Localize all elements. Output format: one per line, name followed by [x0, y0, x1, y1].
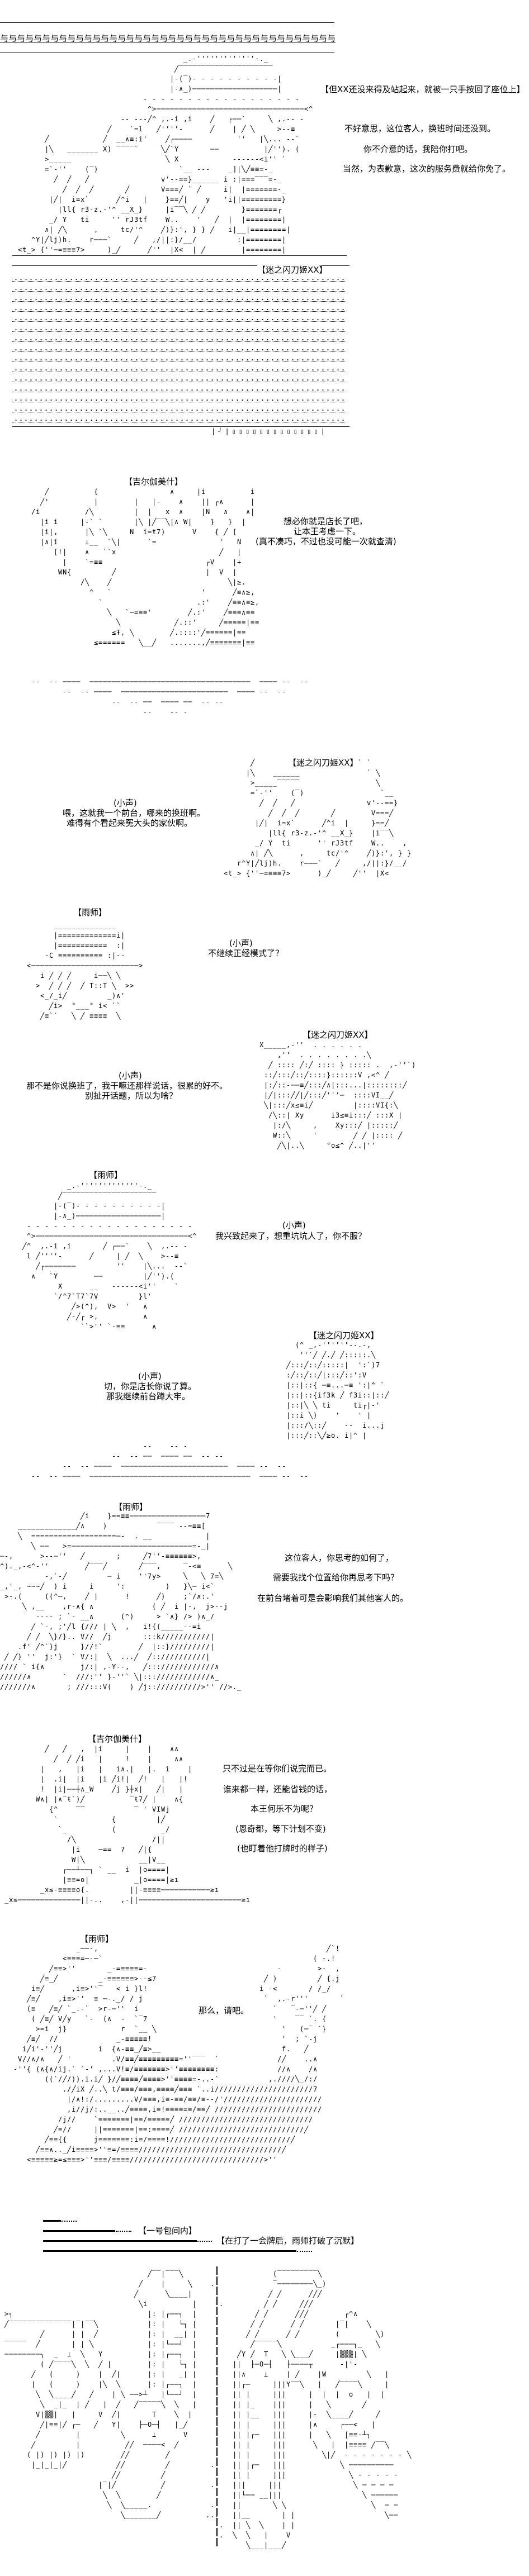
ascii-art-card-play: ╱‾‾|‾‾‾╲ (‾‾‾‾‾‾‾‾‾╲ ╱ | ╲ . ‾────────╲_… [4, 2270, 412, 2549]
dialogue-line: 喂，这就我一个前台，哪来的换班啊。 [63, 808, 206, 818]
transition-dots [297, 2251, 312, 2252]
narration-caption: 【在打了一会牌后，雨师打破了沉默】 [216, 2236, 360, 2246]
speaker-label: 【迷之闪刀姬XX】 [309, 1330, 379, 1341]
door-slat [12, 318, 345, 322]
transition-dots [62, 2221, 77, 2222]
location-caption: 【一号包间内】 [138, 2226, 197, 2236]
narration-caption: 【但XX还没来得及站起来，就被一只手按回了座位上】 [320, 84, 525, 94]
dialogue-line: 谁来都一样，还能省钱的话， [223, 1784, 333, 1794]
transition-dots [197, 2241, 212, 2242]
speaker-label: 【迷之闪刀姬XX】 [257, 265, 328, 275]
dialogue-line: 那么，请吧。 [199, 2005, 249, 2016]
speaker-label: 【雨师】 [73, 907, 107, 918]
ascii-art-sky-striker-girl: ╱ ` ` |╲ ______ ` ╲ >_____‾‾‾‾‾ ╲ [223, 759, 412, 877]
aside-whisper: (小声) [114, 798, 137, 808]
door-slat [12, 368, 345, 372]
door-slat [12, 419, 345, 422]
speaker-label: 【雨师】 [114, 1502, 148, 1512]
dialogue-line: 在前台堵着可是会影响我们其他客人的。 [257, 1593, 409, 1603]
dialogue-line: 那不是你说换班了，我干嘛还那样说话，很累的好不。 [26, 1081, 228, 1091]
ascii-art-rain-master: _.-'''''''''''''-._ ╱‾‾‾‾‾‾‾‾‾‾‾‾‾‾‾‾‾‾‾… [22, 1182, 197, 1330]
ascii-art-rain-master-gesture: _──-, ╱`! <≡≡≡=─-─` ( -.! ╱≡≡>'' _-=≡≡≡≡… [13, 1945, 344, 2164]
door-slat [12, 348, 345, 352]
dialogue-line: 那我继续前台蹲大牢。 [106, 1391, 191, 1401]
door-slat [12, 278, 345, 282]
ascii-art-rain-master: ______________ |=============i| |=======… [26, 921, 143, 1020]
scene-separator: -- -- - -- -- ── ──── ── -- -- -- -- ───… [31, 1442, 309, 1480]
dialogue-line: 本王何乐不为呢？ [251, 1804, 318, 1814]
door-vent-strip: |╯|▯▯▯▯▯▯▯▯▯▯▯▯▯| [211, 427, 328, 435]
ascii-art-gilgamesh: ╱ ╱ , |i | | ∧∧ ╱ ╱ ╱i | ! | ∧∧ | , |i |… [4, 1745, 251, 1904]
ascii-art-gilgamesh: ╱ { ∧ |i i ╱' | | |- ∧ || ┌∧ | /i /╲ | |… [31, 488, 259, 647]
door-slat [12, 408, 345, 412]
door-slat [12, 388, 345, 392]
aside-whisper: (小声) [119, 1071, 142, 1081]
dialogue-line: 想必你就是店长了吧， [284, 516, 368, 526]
speaker-label: 【雨师】 [80, 1934, 114, 1944]
door-slat [12, 308, 345, 312]
dialogue-line: 当然，为表歉意，这次的服务费就给你免了。 [343, 164, 511, 174]
door-slat [12, 338, 345, 342]
door-slat [12, 298, 345, 302]
transition-rule [43, 2220, 61, 2222]
dialogue-thought: (恩奇都，等下计划不变) [235, 1824, 326, 1834]
transition-rule [43, 2240, 197, 2242]
speaker-label: 【迷之闪刀姬XX】 [303, 1030, 373, 1040]
speaker-label: 【雨师】 [89, 1170, 123, 1180]
dialogue-thought: (也盯着他打牌时的样子) [237, 1843, 328, 1853]
door-slat [12, 288, 345, 292]
speaker-label: 【吉尔伽美什】 [124, 477, 183, 487]
dialogue-line: 这位客人，你思考的如何了， [285, 1553, 394, 1563]
speaker-label: 【迷之闪刀姬XX】 [288, 758, 358, 768]
ascii-art-sky-striker-girl: X_____,-'' . . . . . . ,'' . . . . . . .… [259, 1041, 416, 1149]
dialogue-thought: (真不凑巧，不过也没可能一次就查清) [256, 536, 396, 546]
door-frame-bottom [12, 426, 349, 427]
dialogue-line: 别扯开话题，所以为啥？ [85, 1091, 178, 1101]
header-pattern: 与与与与与与与与与与与与与与与与与与与与与与与与与与与与与与与与与与与与与与与与 [0, 34, 336, 44]
transition-rule [43, 2250, 296, 2252]
door-slat [12, 328, 345, 332]
dialogue-line: 让本王考虑一下。 [294, 526, 361, 536]
aside-whisper: (小声) [138, 1371, 162, 1381]
dialogue-line: 不好意思，这位客人，换班时间还没到。 [344, 123, 496, 134]
header-rule-top [0, 22, 334, 23]
dialogue-line: 切，你是店长你说了算。 [104, 1381, 197, 1391]
transition-rule [43, 2230, 115, 2232]
panel-divider [12, 255, 347, 256]
dialogue-line: 不继续正经模式了？ [208, 948, 284, 958]
aside-whisper: (小声) [229, 938, 253, 948]
aside-whisper: (小声) [282, 1220, 306, 1230]
center-split-bar [216, 2266, 218, 2547]
speaker-label: 【吉尔伽美什】 [88, 1734, 147, 1744]
dialogue-line: 你不介意的话，我陪你打吧。 [363, 144, 473, 154]
dialogue-line: 需要我找个位置给你再思考下吗？ [273, 1572, 399, 1582]
door-frame-top-right [322, 265, 349, 266]
door-slat [12, 378, 345, 382]
dialogue-line: 难得有个看起来冤大头的家伙啊。 [67, 818, 193, 828]
ascii-art-rain-master-pins-guest: _.-'''''''''''''-._ ╱‾‾‾‾‾‾‾‾‾‾‾‾‾‾‾‾‾‾‾… [17, 55, 313, 254]
dialogue-line: 只不过是在等你们说完而已。 [223, 1764, 332, 1774]
ascii-art-sky-striker-girl: (^ _,-''''''--.-, ''`╱ ╱.╱ ╱:::::.╲ ╱:::… [286, 1341, 389, 1439]
door-frame-top-left [12, 265, 257, 266]
ascii-art-rain-master-standing: ╱i }==≡≡─────────────────7 _____________… [0, 1512, 242, 1691]
transition-dots [116, 2231, 131, 2232]
dialogue-line: 我兴致起来了，想重坑坑人了，你不服？ [215, 1231, 367, 1241]
door-slat [12, 358, 345, 362]
scene-separator: -- -- ──── ─────────────────────────────… [31, 678, 309, 716]
door-slat [12, 398, 345, 402]
